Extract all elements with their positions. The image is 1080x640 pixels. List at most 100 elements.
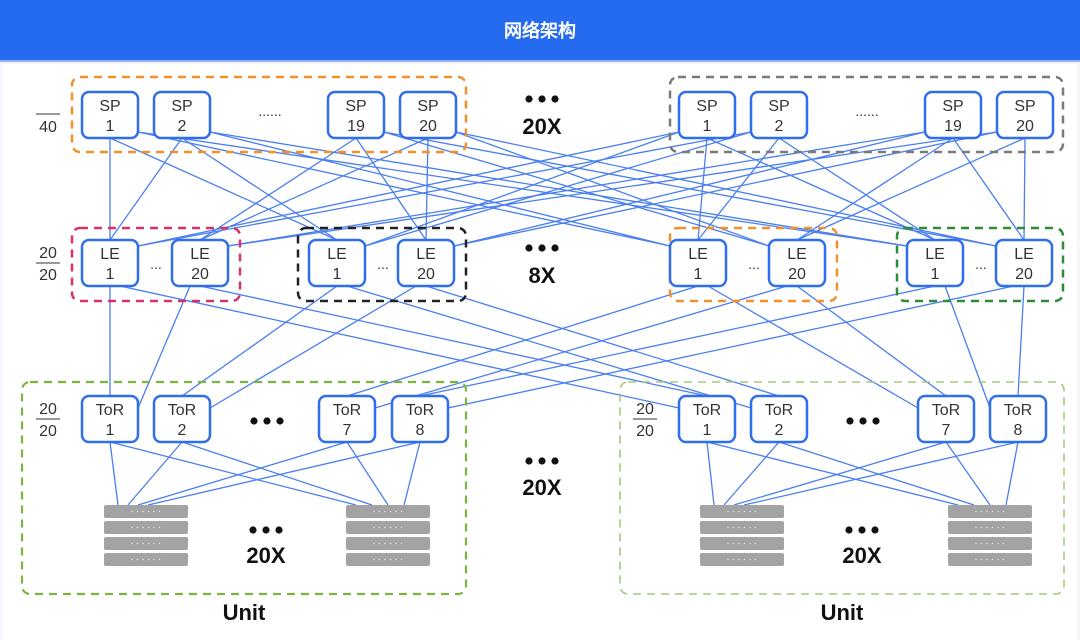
spine-type-label: SP: [345, 98, 366, 115]
leaf-group-4: [895, 226, 1065, 303]
spine-leaf-link: [952, 137, 1025, 241]
dot: [538, 244, 546, 252]
server-unit: [346, 521, 430, 534]
server-dot: [986, 558, 988, 561]
tor-type-label: ToR: [1004, 402, 1032, 419]
dot: [551, 244, 559, 252]
server-unit: [700, 521, 784, 534]
server-dot: [743, 526, 746, 529]
spine-multiplier: 20X: [522, 114, 561, 139]
spine-id-label: 1: [703, 118, 712, 135]
dot: [276, 417, 284, 425]
server-dot: [743, 542, 746, 545]
leaf-box: [307, 238, 367, 288]
tor-id-label: 1: [703, 422, 712, 439]
spine-ellipsis: ......: [855, 103, 878, 119]
spine-leaf-link: [425, 137, 429, 241]
tor-server-link: [137, 441, 348, 506]
dot: [872, 417, 880, 425]
spine-leaf-link: [355, 137, 427, 241]
leaf-type-label: LE: [787, 246, 807, 263]
leaf-node[interactable]: LE1: [307, 238, 367, 288]
server-dot: [738, 542, 740, 545]
spine-leaf-link: [796, 137, 1026, 241]
spine-type-label: SP: [768, 98, 789, 115]
server-dot: [378, 510, 381, 513]
server-dot: [991, 526, 994, 529]
server-more-dots-left: [249, 526, 283, 534]
server-dot: [1002, 542, 1005, 545]
server-dot: [749, 526, 751, 529]
leaf-node[interactable]: LE1: [668, 238, 728, 288]
spine-leaf-link: [109, 137, 183, 241]
server-dot: [395, 542, 397, 545]
spine-box: [995, 90, 1055, 140]
server-dot: [142, 558, 144, 561]
leaf-tor-link: [447, 285, 1015, 409]
spine-leaf-link: [706, 137, 936, 241]
server-dot: [384, 526, 386, 529]
server-rack: [700, 505, 784, 566]
server-dot: [980, 510, 983, 513]
server-dot: [754, 542, 757, 545]
leaf-node[interactable]: LE1: [905, 238, 965, 288]
leaf-node[interactable]: LE 20: [767, 238, 827, 288]
server-unit: [700, 553, 784, 566]
server-dot: [378, 558, 381, 561]
leaf-id-label: 1: [694, 266, 703, 283]
tor-server-link: [181, 441, 373, 506]
server-unit: [948, 505, 1032, 518]
tor-box: [317, 394, 377, 444]
server-dot: [131, 558, 133, 561]
leaf-node[interactable]: LE1: [80, 238, 140, 288]
server-dot: [158, 510, 161, 513]
spine-node[interactable]: SP2: [749, 90, 809, 140]
server-dot: [754, 558, 757, 561]
server-dot: [373, 526, 375, 529]
nodes-layer: SP1SP2SP19SP20SP1SP2SP19SP20LE1LE20LE1LE…: [80, 90, 1055, 566]
spine-box: [80, 90, 140, 140]
server-unit: [948, 521, 1032, 534]
server-dot: [131, 526, 133, 529]
dot: [859, 417, 867, 425]
ratio-denominator: 20: [39, 267, 57, 284]
server-dot: [400, 526, 403, 529]
spine-node[interactable]: SP2: [152, 90, 212, 140]
leaf-tor-link: [374, 285, 788, 409]
spine-leaf-link: [137, 131, 680, 247]
spine-ellipsis: ......: [258, 103, 281, 119]
spine-type-label: SP: [1014, 98, 1035, 115]
spine-id-label: 19: [944, 118, 962, 135]
leaf-id-label: 20: [788, 266, 806, 283]
server-dot: [389, 558, 392, 561]
tor-server-link: [1005, 441, 1019, 506]
groups-layer: [20, 75, 1065, 596]
server-dot: [975, 558, 977, 561]
leaf-box: [396, 238, 456, 288]
server-dot: [400, 542, 403, 545]
spine-node[interactable]: SP1: [80, 90, 140, 140]
tor-id-label: 1: [106, 422, 115, 439]
spine-node[interactable]: SP1: [677, 90, 737, 140]
dot: [263, 417, 271, 425]
tor-server-link: [346, 441, 389, 506]
leaf-tor-link: [181, 285, 338, 397]
spine-leaf-link: [697, 137, 780, 241]
server-dot: [153, 526, 155, 529]
